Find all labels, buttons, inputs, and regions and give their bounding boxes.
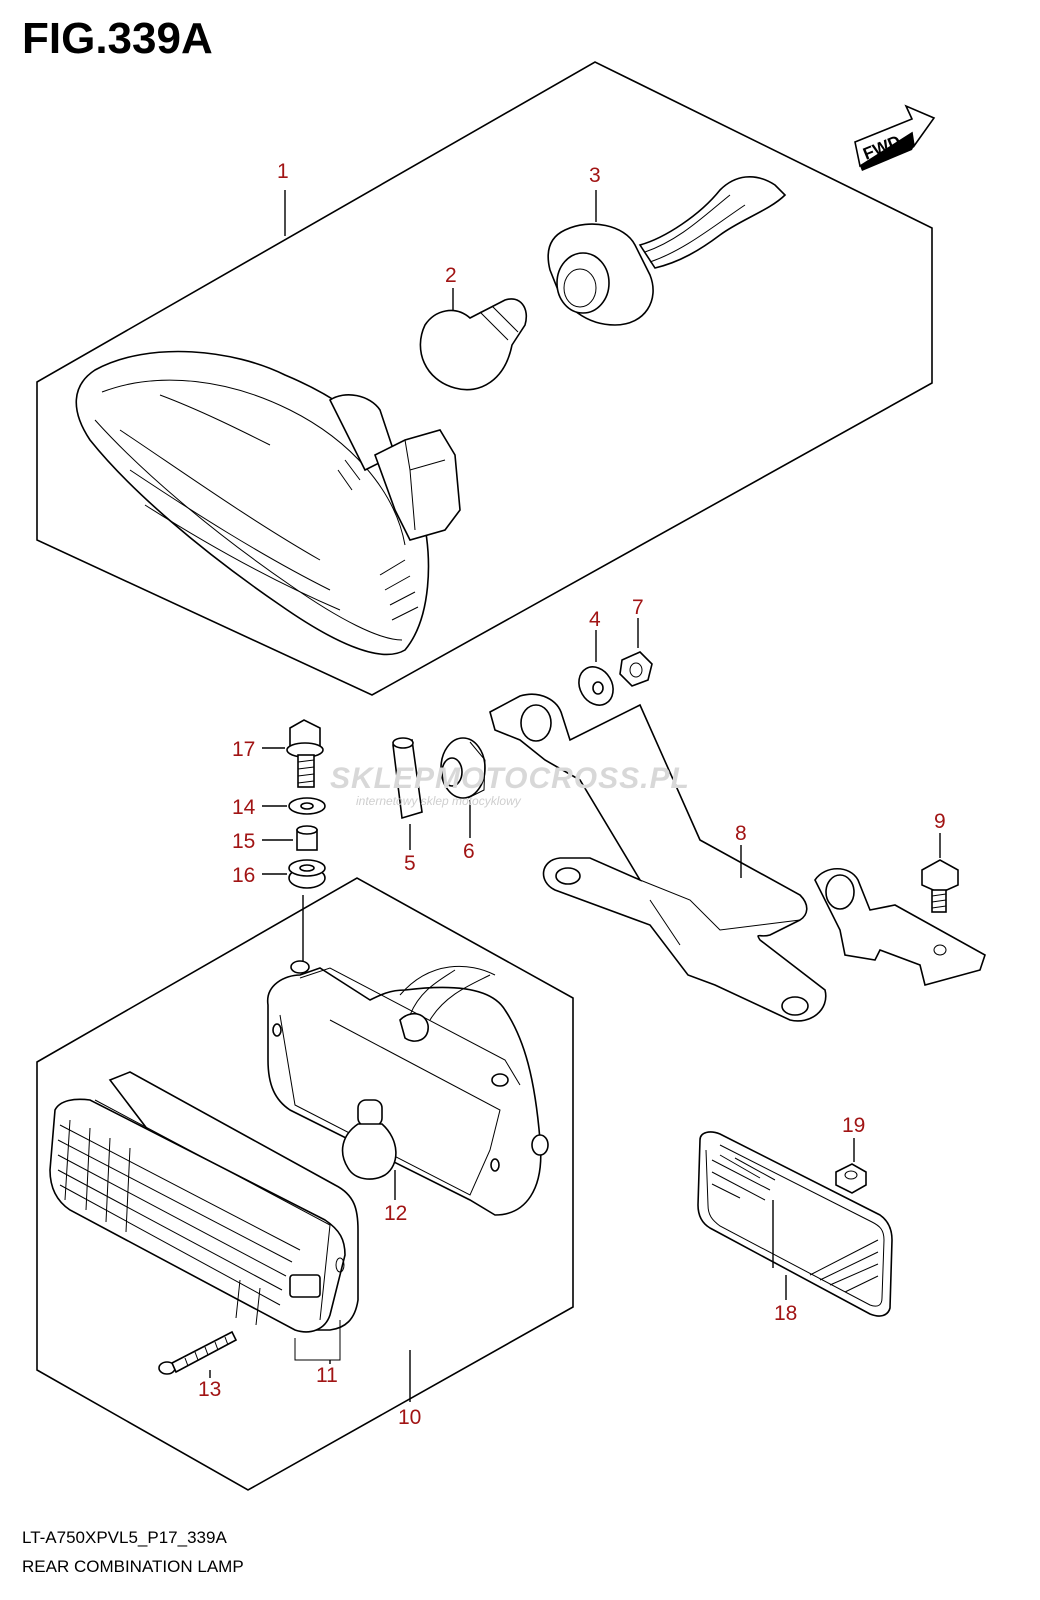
screw-13-icon [158, 1330, 238, 1378]
nut-19-icon [835, 1138, 867, 1194]
callout-7: 7 [632, 596, 644, 619]
callout-4: 4 [589, 608, 601, 631]
figure-title: FIG.339A [22, 14, 213, 63]
grommet-6-icon [440, 737, 486, 838]
nut-7-icon [619, 618, 653, 687]
callout-16: 16 [232, 864, 255, 887]
watermark-logo: SKLEPMOTOCROSS.PL [330, 762, 690, 795]
callout-13: 13 [198, 1378, 221, 1401]
callout-19: 19 [842, 1114, 865, 1137]
lens-11-icon [49, 1071, 359, 1364]
socket-3-icon [547, 175, 787, 326]
callout-10: 10 [398, 1406, 421, 1429]
assembly-box-1 [36, 61, 933, 696]
callout-5: 5 [404, 852, 416, 875]
assembly-box-10 [36, 877, 574, 1491]
bracket-8-icon [489, 693, 986, 1022]
bulb-2-icon [419, 288, 527, 391]
reflector-18-icon [697, 1131, 893, 1317]
collar-15-icon [262, 825, 318, 851]
callout-9: 9 [934, 810, 946, 833]
collar-5-icon [392, 737, 423, 850]
bulb-12-icon [341, 1099, 397, 1200]
grommet-16-icon [262, 859, 326, 889]
callout-11: 11 [316, 1364, 338, 1387]
callout-1: 1 [277, 160, 289, 183]
lamp-base-housing [267, 960, 549, 1216]
washer-4-icon [578, 630, 614, 706]
washer-14-icon [262, 797, 326, 815]
callout-17: 17 [232, 738, 255, 761]
callout-2: 2 [445, 264, 457, 287]
watermark-tagline: internetowy sklep motocyklowy [356, 794, 521, 808]
callout-12: 12 [384, 1202, 407, 1225]
callout-18: 18 [774, 1302, 797, 1325]
callout-3: 3 [589, 164, 601, 187]
bolt-17-icon [262, 719, 324, 788]
fwd-arrow-icon: FWD [854, 104, 936, 171]
callout-14: 14 [232, 796, 256, 819]
figure-name: REAR COMBINATION LAMP [22, 1557, 244, 1576]
callout-8: 8 [735, 822, 747, 845]
callout-15: 15 [232, 830, 255, 853]
callout-6: 6 [463, 840, 475, 863]
bolt-9-icon [921, 833, 959, 913]
tail-lamp-housing [75, 350, 461, 656]
figure-code: LT-A750XPVL5_P17_339A [22, 1528, 227, 1547]
